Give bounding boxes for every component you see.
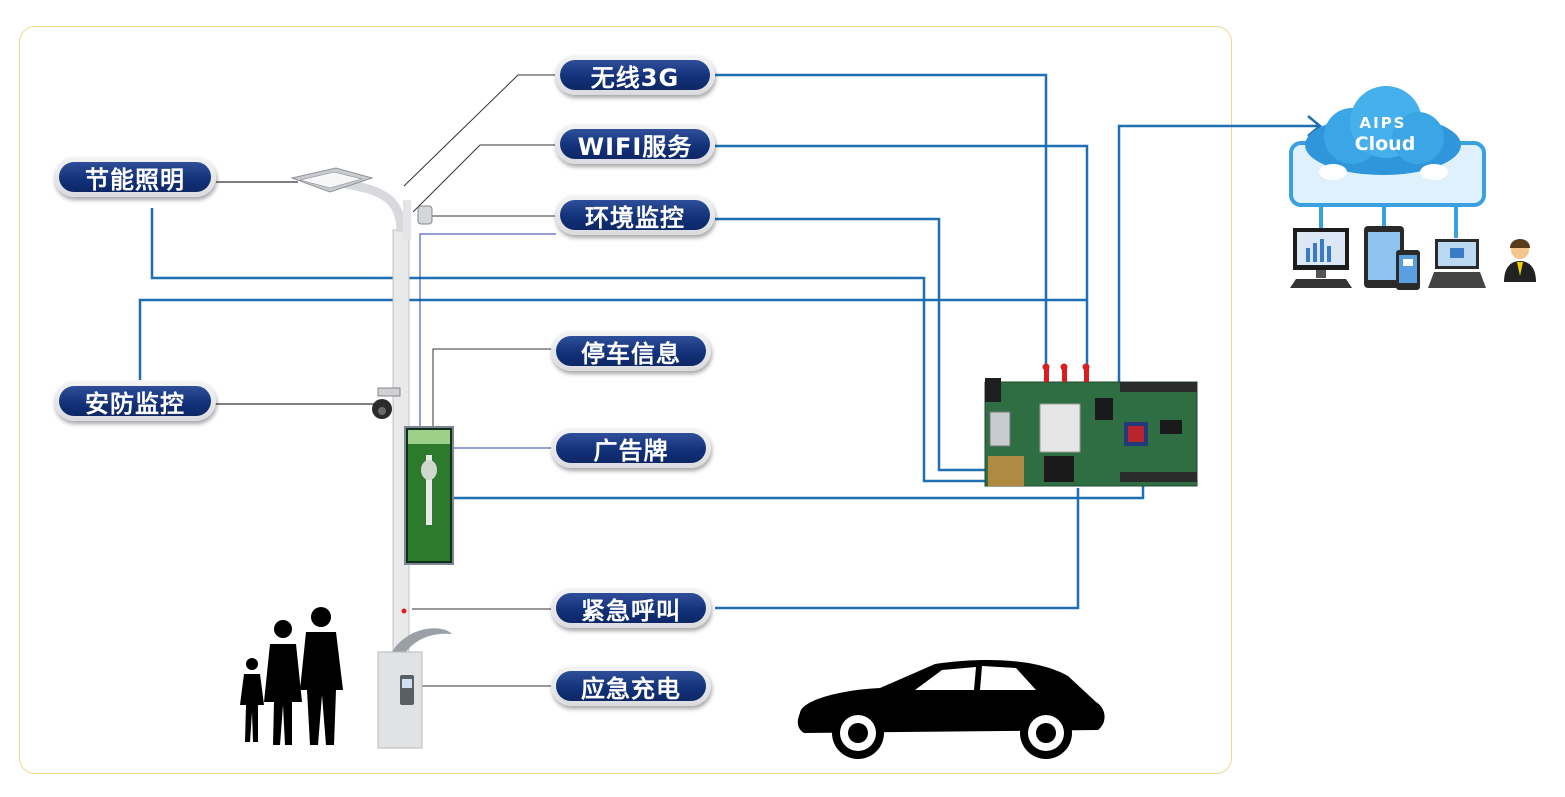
tablet-phone-icon: [1364, 226, 1420, 290]
label-wireless-3g-text: 无线3G: [560, 60, 710, 92]
cloud-title-line1: AIPS: [1360, 114, 1407, 132]
label-env-monitoring: 环境监控: [555, 195, 715, 235]
cloud-title-line2: Cloud: [1355, 133, 1416, 155]
line-env: [715, 217, 988, 472]
people-silhouette-icon: [240, 607, 343, 745]
line-cloud: [1117, 124, 1318, 388]
line-call: [715, 488, 1080, 610]
line-3g: [715, 73, 1048, 376]
env-sensor-icon: [417, 205, 433, 225]
callout-lines: [214, 74, 556, 687]
label-emergency-call: 紧急呼叫: [551, 588, 711, 628]
label-energy-lighting: 节能照明: [54, 157, 216, 197]
desktop-monitor-icon: [1290, 228, 1352, 288]
cloud-icon: [1305, 86, 1461, 180]
label-emergency-charging-text: 应急充电: [556, 671, 706, 703]
controller-board-icon: [984, 363, 1198, 487]
car-silhouette-icon: [797, 660, 1105, 759]
label-emergency-call-text: 紧急呼叫: [556, 593, 706, 625]
label-env-monitoring-text: 环境监控: [560, 200, 710, 232]
diagram-frame: [19, 26, 1232, 774]
charging-kiosk-icon: [377, 628, 452, 749]
label-security-monitoring-text: 安防监控: [59, 386, 211, 418]
label-emergency-charging: 应急充电: [551, 666, 711, 706]
line-wifi: [715, 144, 1089, 376]
label-billboard: 广告牌: [551, 428, 711, 468]
connector-lines: [138, 73, 1322, 610]
label-parking-info: 停车信息: [551, 331, 711, 371]
laptop-icon: [1428, 239, 1486, 288]
cloud-section: AIPS Cloud: [1289, 86, 1536, 290]
user-avatar-icon: [1504, 239, 1536, 282]
label-wifi-service-text: WIFI服务: [560, 129, 710, 161]
label-wifi-service: WIFI服务: [555, 124, 715, 164]
label-billboard-text: 广告牌: [556, 433, 706, 465]
label-energy-lighting-text: 节能照明: [59, 162, 211, 194]
line-security: [138, 298, 1086, 380]
line-billboard: [452, 485, 1145, 500]
label-wireless-3g: 无线3G: [555, 55, 715, 95]
emergency-button-icon: [401, 608, 407, 614]
label-parking-info-text: 停车信息: [556, 336, 706, 368]
security-camera-icon: [372, 387, 401, 419]
label-security-monitoring: 安防监控: [54, 381, 216, 421]
billboard-icon: [404, 426, 454, 565]
line-lighting: [150, 208, 988, 483]
